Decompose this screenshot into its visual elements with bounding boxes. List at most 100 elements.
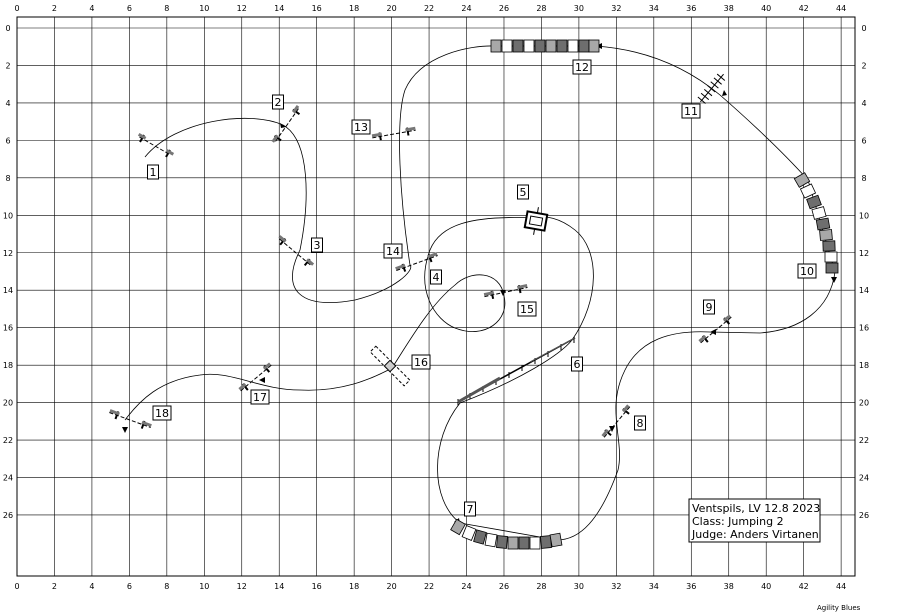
y-tick-label-left: 22	[3, 436, 13, 445]
x-tick-label-bottom: 44	[836, 582, 846, 591]
x-tick-label-top: 16	[312, 4, 322, 13]
obstacle-dogwalk-6	[457, 337, 576, 406]
x-tick-label-bottom: 8	[164, 582, 169, 591]
tunnel-segment	[549, 532, 563, 548]
x-tick-label-top: 12	[237, 4, 247, 13]
y-tick-label-right: 2	[861, 61, 866, 70]
arrow-mark	[259, 377, 265, 383]
obstacle-jump-2	[271, 104, 301, 143]
arrow-mark	[722, 90, 727, 96]
obstacle-tunnel-10	[793, 172, 839, 274]
x-tick-label-bottom: 2	[52, 582, 57, 591]
y-tick-label-left: 10	[3, 211, 13, 220]
x-tick-label-top: 30	[574, 4, 584, 13]
y-tick-label-right: 16	[859, 324, 869, 333]
x-tick-label-top: 4	[89, 4, 94, 13]
x-tick-label-bottom: 12	[237, 582, 247, 591]
x-tick-label-top: 20	[387, 4, 397, 13]
tunnel-segment	[461, 525, 477, 541]
tunnel-segment	[529, 536, 541, 550]
tunnel-segment	[540, 535, 552, 549]
y-tick-label-left: 26	[3, 511, 13, 520]
obstacle-number-1: 1	[150, 166, 157, 179]
obstacle-number-11: 11	[684, 105, 698, 118]
obstacle-number-10: 10	[800, 265, 814, 278]
tunnel-segment	[496, 535, 508, 549]
number-label-box	[572, 59, 592, 75]
y-tick-label-left: 0	[5, 24, 10, 33]
tunnel-segment	[512, 39, 524, 53]
y-tick-label-left: 14	[3, 286, 13, 295]
y-tick-label-left: 8	[5, 174, 10, 183]
obstacle-tunnel-12	[490, 39, 600, 53]
arrow-mark	[122, 427, 128, 433]
y-tick-label-right: 24	[859, 474, 869, 483]
x-tick-label-top: 2	[52, 4, 57, 13]
tunnel-segment	[507, 536, 519, 550]
tunnel-segment	[473, 529, 487, 545]
x-tick-label-bottom: 42	[799, 582, 809, 591]
number-label-box	[411, 354, 431, 370]
obstacle-jump-13	[371, 126, 416, 141]
y-tick-label-right: 14	[859, 286, 869, 295]
x-tick-label-top: 26	[499, 4, 509, 13]
number-label-box	[517, 301, 537, 317]
obstacle-number-16: 16	[414, 356, 428, 369]
number-label-box	[311, 237, 323, 253]
tunnel-segment	[534, 39, 546, 53]
handler-path	[124, 45, 836, 541]
tunnel-segment	[518, 536, 530, 550]
x-tick-label-bottom: 28	[536, 582, 546, 591]
y-tick-label-left: 4	[5, 99, 10, 108]
course-frame	[16, 16, 856, 577]
obstacle-number-18: 18	[155, 407, 169, 420]
obstacle-number-17: 17	[253, 391, 267, 404]
x-tick-label-top: 32	[611, 4, 621, 13]
tunnel-segment	[806, 194, 822, 210]
info-venue-date: Ventspils, LV 12.8 2023	[692, 502, 820, 515]
course-info-box: Ventspils, LV 12.8 2023 Class: Jumping 2…	[688, 498, 821, 543]
x-tick-label-top: 42	[799, 4, 809, 13]
tunnel-segment	[824, 251, 838, 263]
x-tick-label-top: 0	[14, 4, 19, 13]
number-label-box	[703, 299, 715, 315]
obstacle-number-13: 13	[354, 121, 368, 134]
y-tick-label-right: 8	[861, 174, 866, 183]
x-tick-label-bottom: 26	[499, 582, 509, 591]
y-tick-label-left: 20	[3, 399, 13, 408]
info-class: Class: Jumping 2	[692, 515, 784, 528]
obstacle-number-4: 4	[433, 271, 440, 284]
number-label-box	[464, 501, 476, 517]
x-tick-label-bottom: 32	[611, 582, 621, 591]
x-tick-label-bottom: 6	[127, 582, 132, 591]
tunnel-segment	[450, 518, 466, 536]
x-tick-label-bottom: 14	[274, 582, 284, 591]
number-label-box	[272, 94, 284, 110]
number-label-box	[797, 263, 817, 279]
obstacle-table-5	[523, 207, 549, 235]
x-tick-label-top: 6	[127, 4, 132, 13]
y-tick-label-left: 16	[3, 324, 13, 333]
y-tick-label-left: 18	[3, 361, 13, 370]
number-label-box	[147, 164, 159, 180]
obstacle-number-6: 6	[574, 358, 581, 371]
obstacle-jump-18	[109, 409, 152, 429]
obstacle-number-2: 2	[275, 96, 282, 109]
obstacle-jump-9	[698, 314, 732, 344]
arrow-mark	[831, 277, 837, 283]
y-tick-label-right: 6	[861, 136, 866, 145]
obstacle-tunnel-7	[450, 518, 563, 550]
y-tick-label-left: 12	[3, 249, 13, 258]
x-tick-label-bottom: 40	[761, 582, 771, 591]
number-label-box	[351, 119, 371, 135]
number-label-box	[517, 184, 529, 200]
x-tick-label-top: 22	[424, 4, 434, 13]
y-tick-label-right: 4	[861, 99, 866, 108]
grid-tick-labels: 0022446688101012121414161618182020222224…	[3, 4, 869, 591]
x-tick-label-bottom: 18	[349, 582, 359, 591]
x-tick-label-top: 10	[199, 4, 209, 13]
x-tick-label-top: 8	[164, 4, 169, 13]
tunnel-segment	[815, 217, 831, 231]
tunnel-segment	[556, 39, 568, 53]
tunnel-segment	[545, 39, 557, 53]
